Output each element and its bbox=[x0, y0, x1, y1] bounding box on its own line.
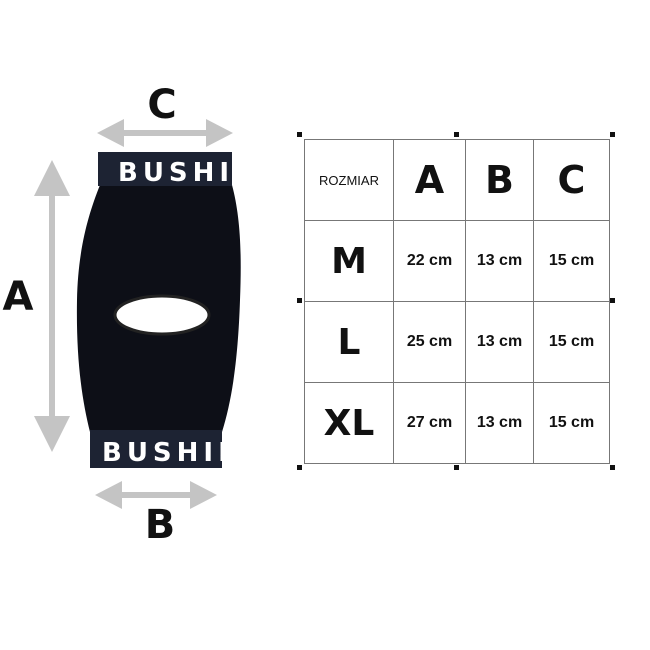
selection-handle bbox=[454, 132, 459, 137]
dimension-arrow-a bbox=[34, 160, 70, 452]
selection-handle bbox=[610, 465, 615, 470]
elbow-opening bbox=[113, 294, 211, 336]
value-a: 22 cm bbox=[393, 220, 466, 302]
selection-handle bbox=[610, 298, 615, 303]
table-header-row: ROZMIAR A B C bbox=[304, 139, 610, 221]
dimension-label-b: B bbox=[144, 502, 176, 548]
size-table: ROZMIAR A B C M 22 cm 13 cm 15 cm L 25 c… bbox=[304, 139, 610, 464]
table-row: L 25 cm 13 cm 15 cm bbox=[304, 301, 610, 383]
dimension-arrow-b bbox=[95, 481, 217, 509]
dimension-arrow-c bbox=[97, 119, 233, 147]
dimension-label-c: C bbox=[147, 82, 177, 128]
size-cell: XL bbox=[304, 382, 394, 464]
table-row: M 22 cm 13 cm 15 cm bbox=[304, 220, 610, 302]
header-b: B bbox=[465, 139, 534, 221]
value-b: 13 cm bbox=[465, 301, 534, 383]
value-c: 15 cm bbox=[533, 301, 610, 383]
value-a: 27 cm bbox=[393, 382, 466, 464]
value-b: 13 cm bbox=[465, 220, 534, 302]
table-row: XL 27 cm 13 cm 15 cm bbox=[304, 382, 610, 464]
value-a: 25 cm bbox=[393, 301, 466, 383]
top-band bbox=[98, 152, 232, 186]
brand-logo-bottom: BUSHIDO bbox=[102, 438, 272, 468]
bottom-band bbox=[90, 430, 222, 468]
value-c: 15 cm bbox=[533, 382, 610, 464]
selection-handle bbox=[297, 298, 302, 303]
selection-handle bbox=[297, 132, 302, 137]
selection-handle bbox=[454, 465, 459, 470]
header-c: C bbox=[533, 139, 610, 221]
size-cell: M bbox=[304, 220, 394, 302]
value-c: 15 cm bbox=[533, 220, 610, 302]
size-cell: L bbox=[304, 301, 394, 383]
dimension-label-a: A bbox=[2, 274, 34, 320]
header-a: A bbox=[393, 139, 466, 221]
selection-handle bbox=[610, 132, 615, 137]
header-size: ROZMIAR bbox=[304, 139, 394, 221]
brand-logo-top: BUSHIDO bbox=[118, 158, 288, 188]
selection-handle bbox=[297, 465, 302, 470]
value-b: 13 cm bbox=[465, 382, 534, 464]
